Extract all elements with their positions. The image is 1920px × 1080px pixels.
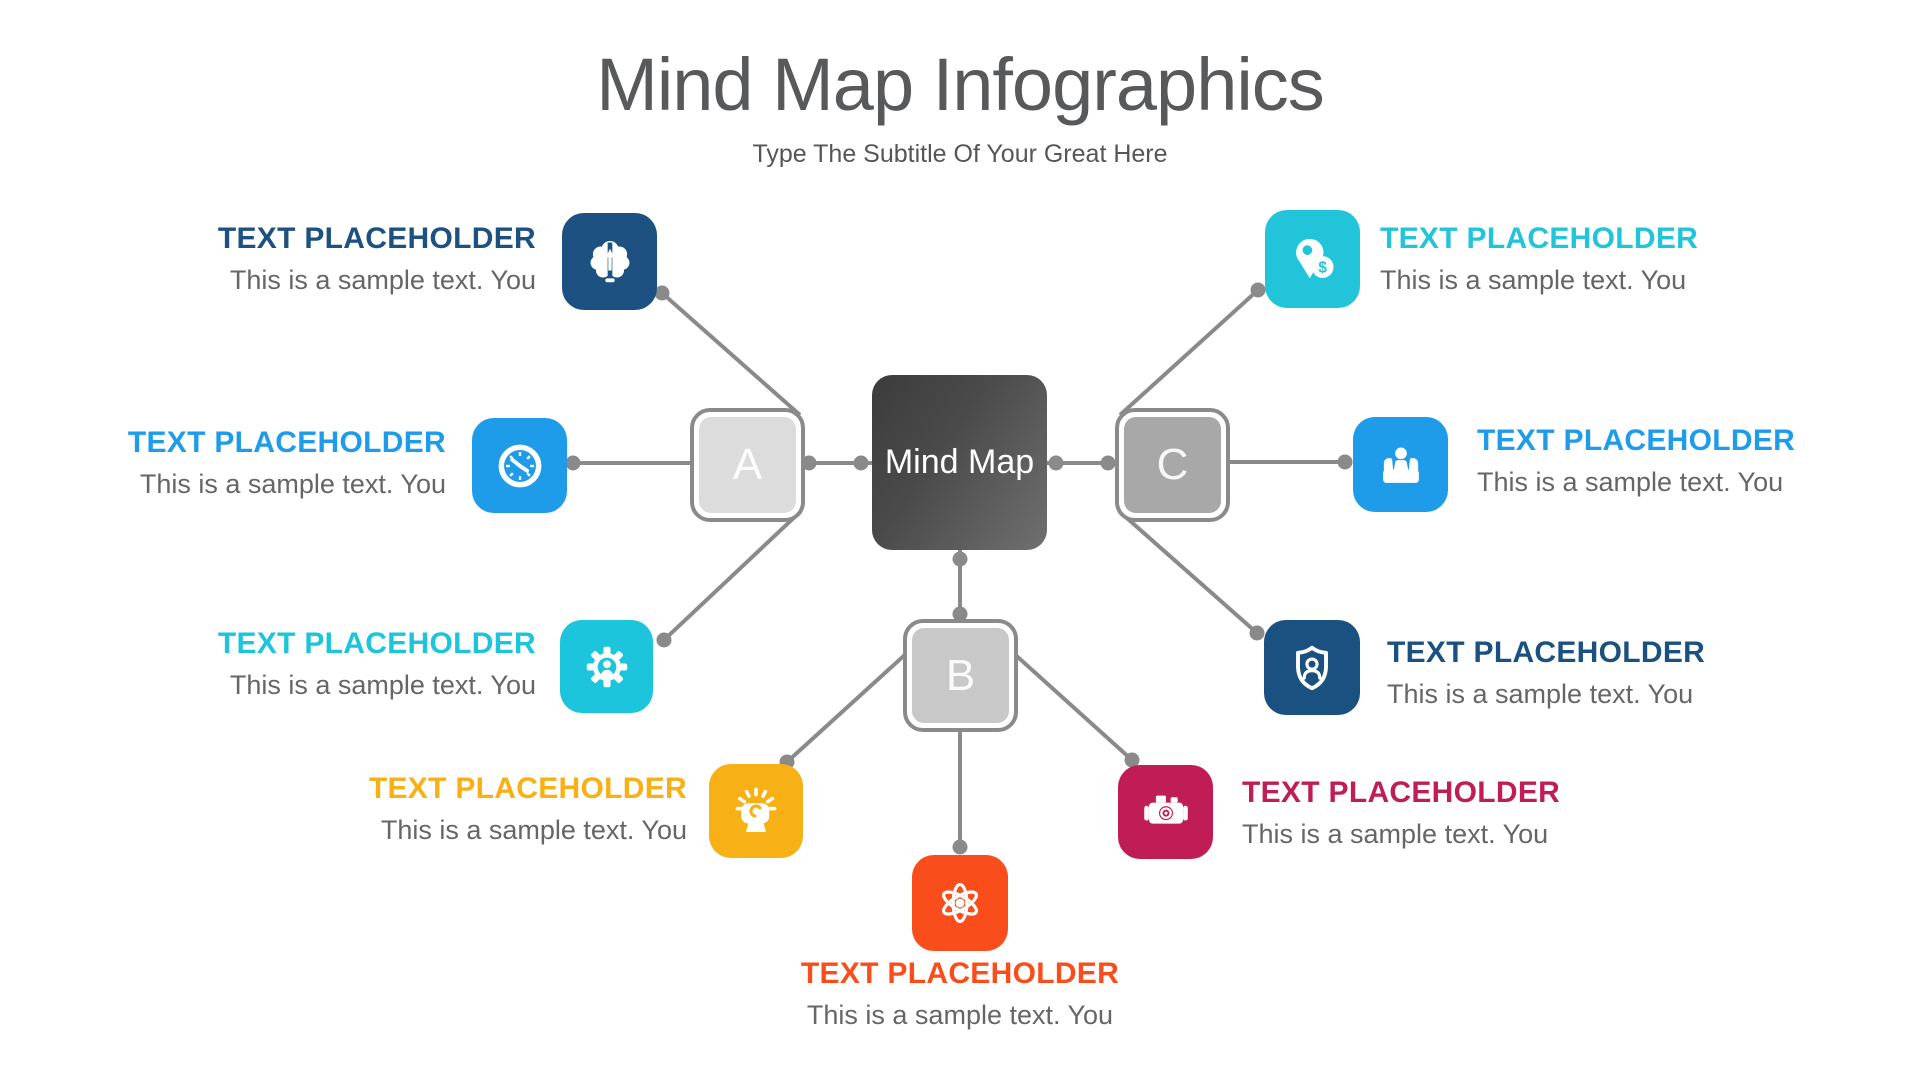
branch-box-b: B	[903, 619, 1018, 732]
page-subtitle: Type The Subtitle Of Your Great Here	[752, 140, 1168, 168]
node-text-clock: TEXT PLACEHOLDER This is a sample text. …	[6, 425, 446, 501]
idea-fist-icon	[709, 764, 803, 858]
branch-label-b: B	[945, 650, 976, 700]
node-text-gear: TEXT PLACEHOLDER This is a sample text. …	[96, 626, 536, 702]
atom-icon	[912, 855, 1008, 951]
node-title: TEXT PLACEHOLDER	[217, 222, 536, 255]
node-body: This is a sample text. You	[139, 469, 446, 499]
podium-people-icon	[1353, 417, 1448, 512]
center-label: Mind Map	[884, 443, 1035, 481]
node-text-pin: TEXT PLACEHOLDER This is a sample text. …	[1380, 221, 1820, 297]
branch-box-a: A	[690, 408, 805, 522]
money-pin-icon: $	[1265, 210, 1360, 308]
node-body: This is a sample text. You	[1387, 679, 1694, 709]
node-title: TEXT PLACEHOLDER	[368, 772, 687, 805]
branch-label-c: C	[1156, 440, 1189, 489]
node-title: TEXT PLACEHOLDER	[217, 627, 536, 660]
node-title: TEXT PLACEHOLDER	[127, 426, 446, 459]
svg-text:$: $	[1318, 259, 1327, 276]
node-body: This is a sample text. You	[229, 670, 536, 700]
node-title: TEXT PLACEHOLDER	[1477, 424, 1796, 457]
node-body: This is a sample text. You	[1477, 467, 1784, 497]
gear-person-icon	[560, 620, 653, 713]
branch-box-a-inner: A	[699, 417, 796, 513]
node-title: TEXT PLACEHOLDER	[1380, 222, 1699, 255]
branch-box-c-inner: C	[1124, 417, 1221, 513]
node-text-podium: TEXT PLACEHOLDER This is a sample text. …	[1477, 423, 1917, 499]
node-text-shield: TEXT PLACEHOLDER This is a sample text. …	[1387, 635, 1827, 711]
node-text-idea: TEXT PLACEHOLDER This is a sample text. …	[247, 771, 687, 847]
brain-arrow-icon	[562, 213, 657, 310]
node-body: This is a sample text. You	[229, 265, 536, 295]
branch-box-b-inner: B	[912, 628, 1009, 723]
node-title: TEXT PLACEHOLDER	[1242, 776, 1561, 809]
node-body: This is a sample text. You	[1242, 819, 1549, 849]
node-body: This is a sample text. You	[806, 1000, 1114, 1030]
node-text-brain: TEXT PLACEHOLDER This is a sample text. …	[96, 221, 536, 297]
branch-box-c: C	[1115, 408, 1230, 522]
shield-person-icon	[1264, 620, 1360, 715]
node-title: TEXT PLACEHOLDER	[1387, 636, 1706, 669]
node-text-machine: TEXT PLACEHOLDER This is a sample text. …	[1242, 775, 1682, 851]
node-body: This is a sample text. You	[380, 815, 687, 845]
node-title: TEXT PLACEHOLDER	[800, 957, 1120, 990]
page-title: Mind Map Infographics	[596, 43, 1325, 126]
node-text-atom: TEXT PLACEHOLDER This is a sample text. …	[740, 956, 1180, 1032]
clock-icon	[472, 418, 567, 513]
center-mind-map-box: Mind Map	[872, 375, 1047, 550]
branch-label-a: A	[732, 440, 763, 489]
machine-icon	[1118, 765, 1213, 859]
node-body: This is a sample text. You	[1380, 265, 1687, 295]
